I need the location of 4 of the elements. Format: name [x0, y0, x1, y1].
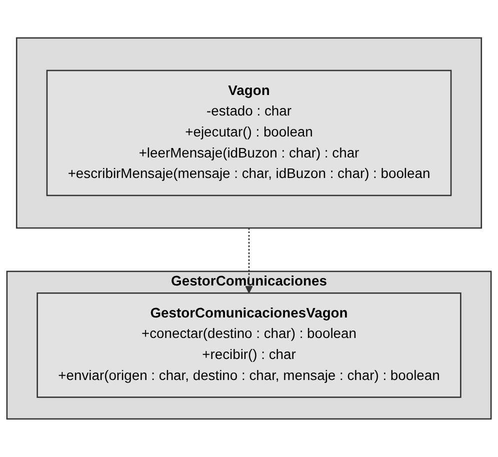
arrow — [245, 228, 253, 294]
node-box: GestorComunicacionesVagon +conectar(destino : char) : boolean +recibir() : char +enviar(origen : char, destino : char, mensaje : char) : boolean — [36, 292, 462, 398]
cluster — [16, 37, 482, 229]
node-box: Vagon -estado : char +ejecutar() : boolean +leerMensaje(idBuzon : char) : char +escribirMensaje(mensaje : char, idBuzon : char) : boolean — [46, 70, 452, 196]
